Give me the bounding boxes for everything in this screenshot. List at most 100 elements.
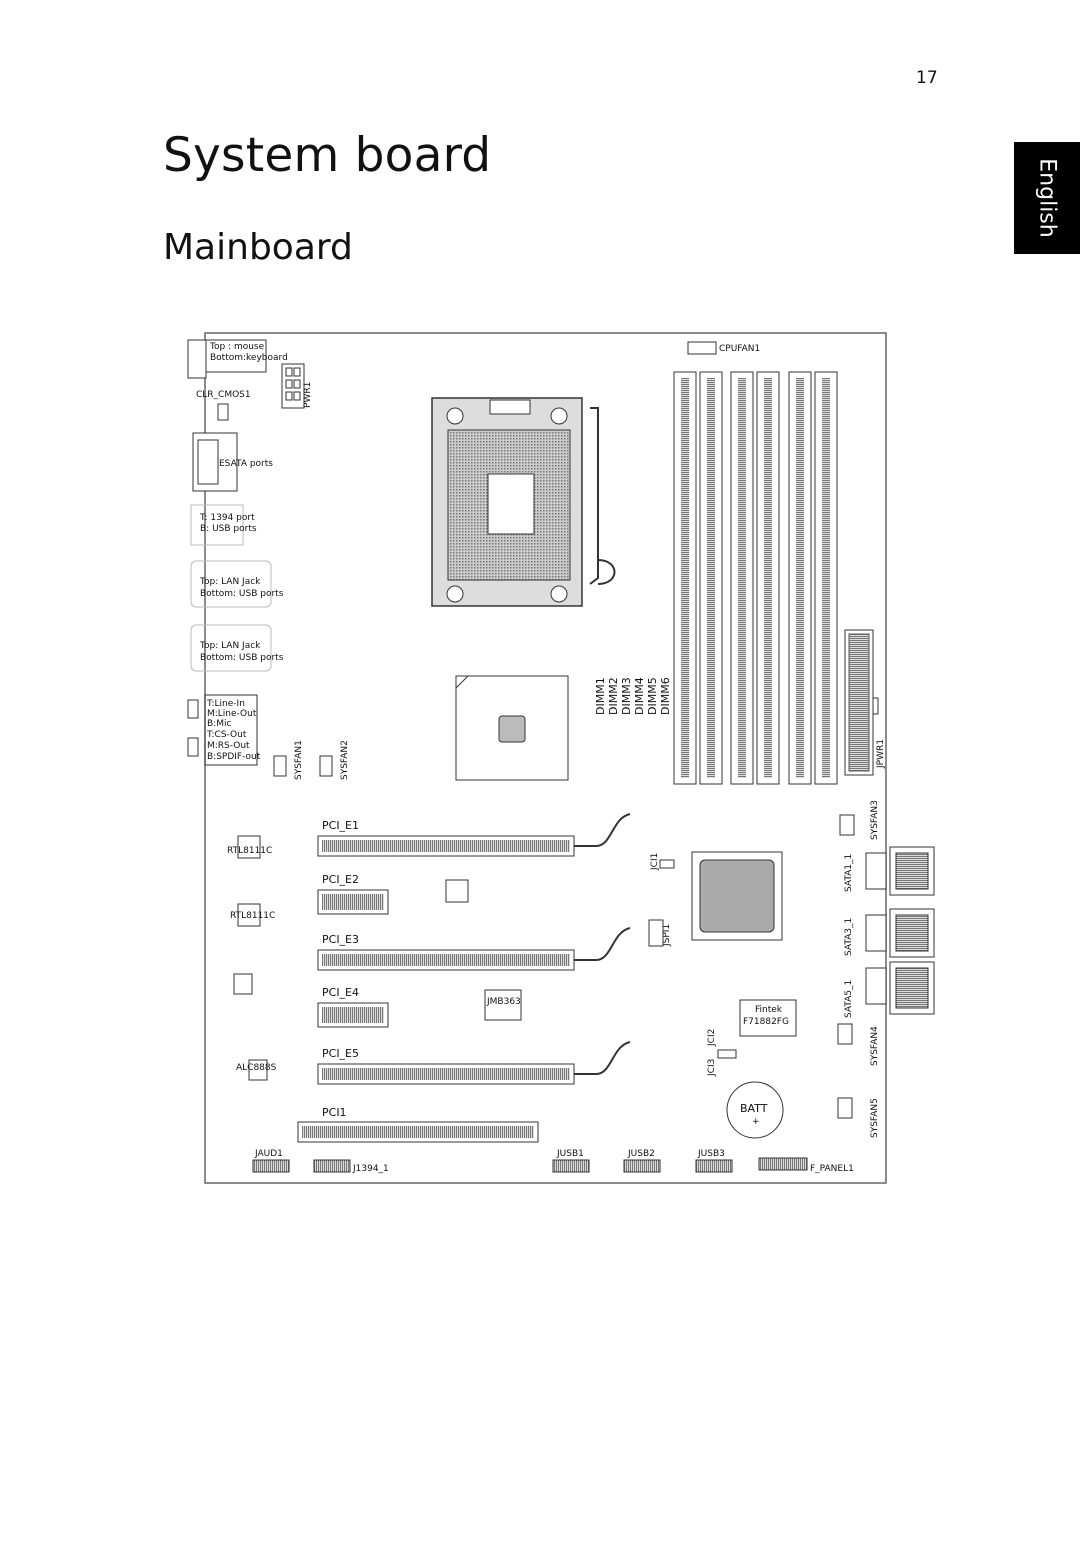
page-number: 17 xyxy=(916,68,938,88)
lan2-box xyxy=(190,624,272,672)
page-title: System board xyxy=(163,128,492,183)
rtl8111c-1-label: RTL8111C xyxy=(227,846,272,856)
pcie2-slot xyxy=(317,889,389,915)
ps2-top-label: Top : mouse xyxy=(209,342,265,352)
audio-label-3: B:Mic xyxy=(207,719,231,729)
pcie3-label: PCI_E3 xyxy=(322,933,359,946)
battery-label: BATT xyxy=(740,1102,768,1115)
dimm3-label: DIMM3 xyxy=(620,677,633,715)
pcie3-slot xyxy=(317,927,631,971)
clr-cmos-jumper xyxy=(217,403,229,421)
pcie4-slot xyxy=(317,1002,389,1028)
rtl8111c-1-chip xyxy=(237,835,261,859)
southbridge-chip xyxy=(691,851,783,941)
f-panel1-label: F_PANEL1 xyxy=(810,1164,854,1174)
jci1-label: JCI1 xyxy=(650,853,660,871)
audio-label-1: T:Line-In xyxy=(206,699,245,709)
jci1-header xyxy=(659,859,675,869)
pcie2-label: PCI_E2 xyxy=(322,873,359,886)
pcie1-slot xyxy=(317,813,631,857)
lan1-top-label: Top: LAN Jack xyxy=(199,577,261,587)
fintek-label-2: F71882FG xyxy=(743,1017,789,1027)
small-chip xyxy=(233,973,253,995)
alc888s-label: ALC888S xyxy=(236,1063,277,1073)
pcie5-label: PCI_E5 xyxy=(322,1047,359,1060)
audio-label-4: T:CS-Out xyxy=(206,730,247,740)
audio-label-2: M:Line-Out xyxy=(207,709,257,719)
language-tab: English xyxy=(1014,142,1080,254)
dimm5-label: DIMM5 xyxy=(646,677,659,715)
lan1-bottom-label: Bottom: USB ports xyxy=(200,589,284,599)
lan1-box xyxy=(190,560,272,608)
port-1394-bottom-label: B: USB ports xyxy=(200,524,257,534)
sysfan5-header xyxy=(837,1097,853,1119)
jusb2-header xyxy=(623,1159,661,1173)
pcie1-label: PCI_E1 xyxy=(322,819,359,832)
rtl8111c-2-chip xyxy=(237,903,261,927)
dimm4-label: DIMM4 xyxy=(633,677,646,715)
pwr1-connector xyxy=(281,363,305,409)
sysfan1-label: SYSFAN1 xyxy=(294,740,304,780)
ps2-port xyxy=(187,339,267,379)
sata3-label: SATA3_1 xyxy=(844,918,854,956)
sata5-label: SATA5_1 xyxy=(844,980,854,1018)
jusb3-header xyxy=(695,1159,733,1173)
dimm-slots xyxy=(673,371,838,785)
dimm6-label: DIMM6 xyxy=(659,677,672,715)
sata5-connectors xyxy=(865,961,935,1015)
pci1-label: PCI1 xyxy=(322,1106,347,1119)
audio-label-5: M:RS-Out xyxy=(207,741,250,751)
pci1-slot xyxy=(297,1121,539,1143)
sysfan4-label: SYSFAN4 xyxy=(870,1026,880,1066)
port-1394-box xyxy=(190,504,244,546)
jaud1-header xyxy=(252,1159,290,1173)
pcie4-label: PCI_E4 xyxy=(322,986,359,999)
f-panel1-header xyxy=(758,1157,808,1171)
jmb363-chip xyxy=(484,989,522,1021)
jusb1-header xyxy=(552,1159,590,1173)
jci2-label: JCI2 xyxy=(707,1029,717,1047)
fintek-label-1: Fintek xyxy=(755,1005,783,1015)
lan2-top-label: Top: LAN Jack xyxy=(199,641,261,651)
pwr1-label: PWR1 xyxy=(303,382,313,408)
sysfan4-header xyxy=(837,1023,853,1045)
cpufan1-header xyxy=(687,341,717,355)
j1394-label: J1394_1 xyxy=(352,1164,389,1174)
jmb363-label: JMB363 xyxy=(486,997,521,1007)
sysfan1-header xyxy=(273,755,287,777)
sysfan2-label: SYSFAN2 xyxy=(340,740,350,780)
jci2-jci3-header xyxy=(717,1049,737,1059)
sysfan5-label: SYSFAN5 xyxy=(870,1098,880,1138)
jci3-label: JCI3 xyxy=(707,1059,717,1077)
ps2-bottom-label: Bottom:keyboard xyxy=(210,353,288,363)
fintek-chip xyxy=(739,999,797,1037)
esata-ports xyxy=(192,432,238,492)
jpwr1-label: JPWR1 xyxy=(876,739,886,769)
battery-plus: + xyxy=(752,1117,760,1127)
rtl8111c-2-label: RTL8111C xyxy=(230,911,275,921)
pcie5-slot xyxy=(317,1041,631,1085)
sata1-connectors xyxy=(865,846,935,896)
port-1394-top-label: T: 1394 port xyxy=(199,513,255,523)
northbridge-chip xyxy=(455,675,569,781)
dimm1-label: DIMM1 xyxy=(594,677,607,715)
audio-label-6: B:SPDIF-out xyxy=(207,752,261,762)
alc888s-chip xyxy=(248,1059,268,1081)
sysfan2-header xyxy=(319,755,333,777)
esata-label: ESATA ports xyxy=(219,459,273,469)
jusb1-label: JUSB1 xyxy=(556,1149,584,1159)
cpufan1-label: CPUFAN1 xyxy=(719,344,760,354)
jspi1-header xyxy=(648,919,664,947)
sysfan3-header xyxy=(839,814,855,836)
lan2-bottom-label: Bottom: USB ports xyxy=(200,653,284,663)
jusb2-label: JUSB2 xyxy=(627,1149,655,1159)
j1394-header xyxy=(313,1159,351,1173)
jaud1-label: JAUD1 xyxy=(254,1149,283,1159)
sysfan3-label: SYSFAN3 xyxy=(870,800,880,840)
cpu-socket xyxy=(431,397,616,607)
sata3-connectors xyxy=(865,908,935,958)
battery xyxy=(726,1081,784,1139)
clr-cmos-label: CLR_CMOS1 xyxy=(196,390,251,400)
dimm2-label: DIMM2 xyxy=(607,677,620,715)
